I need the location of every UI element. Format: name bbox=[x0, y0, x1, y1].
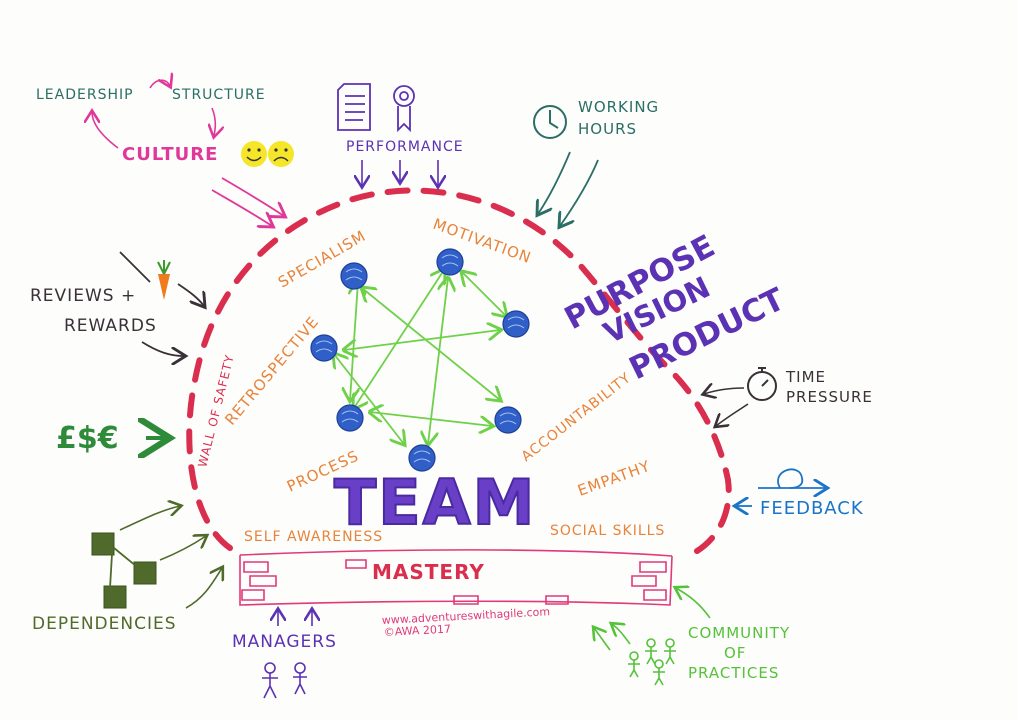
smiley-happy-icon bbox=[241, 141, 267, 167]
dependency-arrow-1 bbox=[119, 506, 180, 531]
mastery-label: MASTERY bbox=[372, 560, 485, 584]
pressure-label: PRESSURE bbox=[786, 388, 873, 406]
practices-label: PRACTICES bbox=[688, 664, 780, 682]
of-label: OF bbox=[724, 644, 747, 662]
community-label: COMMUNITY bbox=[688, 624, 791, 642]
time-pressure-arrow-2 bbox=[716, 403, 749, 426]
stopwatch-icon bbox=[747, 367, 777, 401]
wall-of-safety-dome bbox=[186, 187, 732, 558]
culture-label: CULTURE bbox=[122, 144, 219, 165]
rewards-label: REWARDS bbox=[64, 316, 157, 336]
dependencies-label: DEPENDENCIES bbox=[32, 614, 177, 634]
reviews-line bbox=[119, 251, 151, 283]
url-label: www.adventureswithagile.com bbox=[381, 605, 550, 627]
document-icon bbox=[337, 83, 371, 131]
reviews-arrow-1 bbox=[177, 283, 204, 306]
team-member-node bbox=[436, 248, 464, 276]
dependency-arrow-2 bbox=[159, 536, 206, 561]
culture-arrow-1 bbox=[221, 177, 284, 216]
manager-figure-icon bbox=[262, 662, 307, 699]
structure-to-culture-arrow bbox=[212, 107, 215, 136]
award-rosette-icon bbox=[393, 85, 415, 133]
culture-arrow-2 bbox=[211, 189, 272, 226]
team-label: TEAM bbox=[333, 466, 537, 539]
copyright-label: ©AWA 2017 bbox=[383, 622, 451, 639]
team-member-node bbox=[336, 404, 364, 432]
working-hours-arrow-2 bbox=[560, 159, 599, 226]
team-connection-arrows bbox=[334, 270, 506, 444]
community-figures-icon bbox=[628, 638, 676, 686]
accountability-label: ACCOUNTABILITY bbox=[519, 370, 635, 465]
community-arrow-1 bbox=[676, 588, 711, 619]
smiley-sad-icon bbox=[268, 141, 294, 167]
managers-label: MANAGERS bbox=[232, 632, 337, 652]
reviews-arrow-2 bbox=[141, 341, 184, 356]
community-arrow-3 bbox=[594, 628, 611, 651]
time-label: TIME bbox=[786, 368, 827, 386]
leadership-label: LEADERSHIP bbox=[36, 87, 134, 103]
carrot-icon bbox=[157, 260, 171, 300]
retrospective-label: RETROSPECTIVE bbox=[221, 313, 322, 429]
team-member-node bbox=[408, 444, 436, 472]
mastery-foundation bbox=[239, 549, 673, 606]
working-label: WORKING bbox=[578, 98, 660, 116]
reviews-label: REVIEWS + bbox=[30, 286, 137, 306]
clock-icon bbox=[533, 105, 567, 139]
working-hours-arrow-1 bbox=[538, 151, 571, 214]
self-awareness-label: SELF AWARENESS bbox=[244, 529, 384, 545]
feedback-loop-icon bbox=[758, 468, 826, 488]
community-arrow-2 bbox=[612, 624, 631, 645]
team-member-node bbox=[310, 334, 338, 362]
team-member-node bbox=[340, 262, 368, 290]
empathy-label: EMPATHY bbox=[575, 457, 653, 500]
node-scribble-highlights bbox=[315, 254, 525, 463]
team-member-node bbox=[494, 406, 522, 434]
social-skills-label: SOCIAL SKILLS bbox=[550, 523, 666, 539]
hours-label: HOURS bbox=[578, 120, 638, 138]
time-pressure-arrow-1 bbox=[704, 388, 745, 394]
team-member-nodes bbox=[310, 248, 530, 472]
feedback-label: FEEDBACK bbox=[760, 498, 864, 519]
leadership-to-structure-arrow bbox=[149, 80, 170, 88]
structure-label: STRUCTURE bbox=[172, 87, 266, 103]
team-member-node bbox=[502, 310, 530, 338]
performance-label: PERFORMANCE bbox=[346, 139, 464, 155]
dependency-blocks bbox=[91, 532, 157, 609]
dependency-arrow-3 bbox=[185, 568, 222, 609]
money-symbols-label: £$€ bbox=[56, 421, 119, 456]
culture-to-leadership-arrow bbox=[92, 112, 119, 149]
